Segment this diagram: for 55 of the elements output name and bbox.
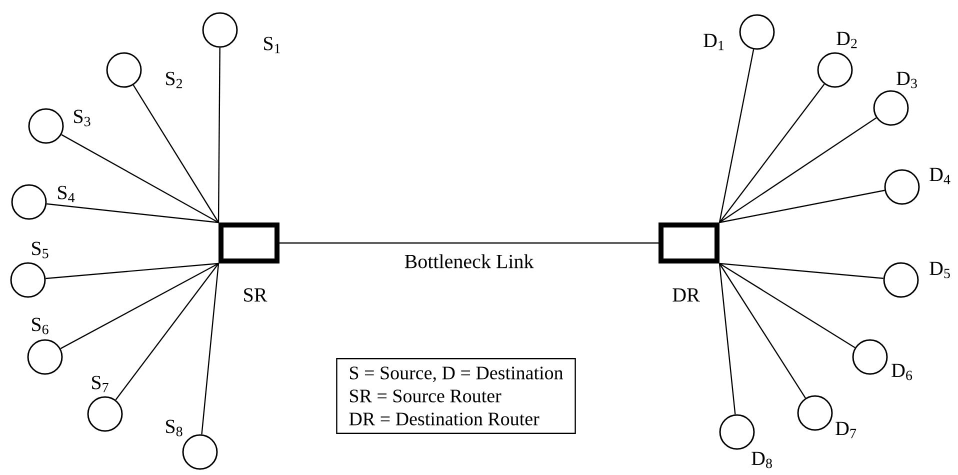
link-line (132, 84, 220, 223)
link-line (61, 134, 219, 224)
link-line (719, 190, 885, 224)
link-line (46, 262, 219, 280)
node-label: D$_{5}$ (930, 262, 950, 278)
link-line (218, 48, 220, 222)
host-circle (873, 90, 909, 126)
host-circle (202, 12, 238, 48)
node-label: D$_{7}$ (836, 422, 856, 438)
link-line (46, 203, 219, 224)
node-label: SR (244, 288, 268, 302)
router-box (658, 222, 720, 264)
link-line (60, 262, 219, 350)
node-label: S$_{1}$ (264, 36, 280, 54)
legend-box: S = Source, D = Destination SR = Source Router DR = Destination Router (336, 358, 576, 434)
node-label: D$_{3}$ (896, 72, 917, 88)
host-circle (852, 339, 888, 375)
link-line (719, 262, 884, 279)
node-label: S$_{6}$ (32, 318, 48, 334)
link-line (719, 263, 806, 398)
link-line (280, 242, 658, 244)
edge-label: Bottleneck Link (403, 253, 535, 270)
host-circle (11, 184, 47, 220)
node-label: D$_{8}$ (752, 452, 772, 468)
host-circle (10, 262, 46, 298)
host-circle (883, 262, 919, 298)
node-label: S$_{4}$ (58, 186, 75, 202)
link-line (718, 263, 736, 414)
node-label: S$_{2}$ (166, 72, 182, 88)
node-label: D$_{4}$ (930, 168, 950, 184)
node-label: D$_{6}$ (892, 364, 912, 380)
host-circle (27, 339, 63, 375)
node-label: S$_{7}$ (92, 376, 108, 392)
host-circle (87, 396, 123, 432)
host-circle (817, 52, 853, 88)
host-circle (739, 14, 775, 50)
link-line (719, 117, 877, 223)
node-label: S$_{8}$ (166, 420, 182, 436)
host-circle (28, 108, 64, 144)
link-line (719, 263, 856, 348)
host-circle (884, 169, 920, 205)
node-label: D$_{2}$ (836, 32, 857, 48)
node-label: DR (672, 288, 700, 302)
host-circle (797, 395, 833, 431)
router-box (218, 222, 280, 264)
host-circle (719, 414, 755, 450)
host-circle (106, 52, 142, 88)
host-circle (182, 434, 218, 470)
link-line (115, 263, 219, 400)
node-label: S$_{3}$ (74, 110, 90, 126)
link-line (718, 49, 754, 223)
link-line (201, 263, 220, 434)
node-label: D$_{1}$ (704, 34, 724, 50)
link-line (719, 84, 825, 223)
node-label: S$_{5}$ (32, 242, 48, 258)
